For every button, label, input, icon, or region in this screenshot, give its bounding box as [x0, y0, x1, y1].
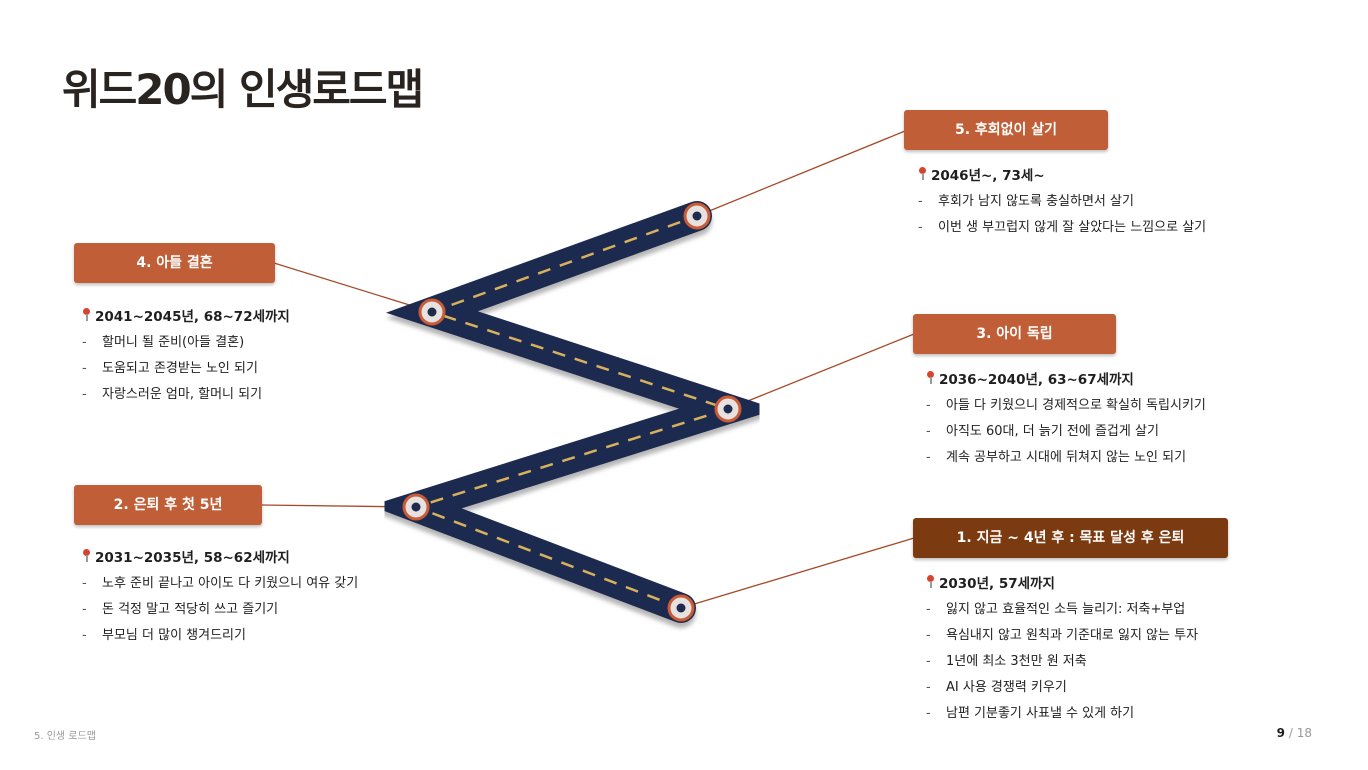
- stage-2-label: 2. 은퇴 후 첫 5년: [74, 485, 262, 525]
- page-indicator: 9 / 18: [1277, 726, 1312, 740]
- location-pin-icon: [918, 167, 928, 181]
- list-item: -부모님 더 많이 챙겨드리기: [82, 628, 246, 643]
- stage-1-period: 2030년, 57세까지: [926, 572, 1198, 592]
- milestone-marker-2: [402, 493, 430, 521]
- connector-line-3: [727, 333, 915, 410]
- stage-4-period: 2041~2045년, 68~72세까지: [82, 305, 290, 325]
- stage-1-details: 2030년, 57세까지 -잃지 않고 효율적인 소득 늘리기: 저축+부업 -…: [926, 572, 1198, 730]
- milestone-marker-1: [667, 594, 695, 622]
- stage-2-details: 2031~2035년, 58~62세까지 -노후 준비 끝나고 아이도 다 키웠…: [82, 546, 358, 652]
- list-item: -돈 걱정 말고 적당히 쓰고 즐기기: [82, 602, 279, 617]
- total-pages: 18: [1296, 726, 1312, 740]
- list-item: -남편 기분좋기 사표낼 수 있게 하기: [926, 706, 1135, 721]
- stage-5-period: 2046년~, 73세~: [918, 164, 1206, 184]
- footer-section-label: 5. 인생 로드맵: [34, 731, 96, 742]
- list-item: -이번 생 부끄럽지 않게 잘 살았다는 느낌으로 살기: [918, 220, 1207, 235]
- list-item: -욕심내지 않고 원칙과 기준대로 잃지 않는 투자: [926, 628, 1199, 643]
- connector-line-4: [273, 262, 433, 313]
- location-pin-icon: [82, 308, 92, 322]
- list-item: -계속 공부하고 시대에 뒤쳐지 않는 노인 되기: [926, 450, 1187, 465]
- stage-5-label: 5. 후회없이 살기: [904, 110, 1108, 150]
- stage-4-details: 2041~2045년, 68~72세까지 -할머니 될 준비(아들 결혼) -도…: [82, 305, 290, 411]
- stage-4-label: 4. 아들 결혼: [74, 243, 275, 283]
- location-pin-icon: [82, 549, 92, 563]
- list-item: -노후 준비 끝나고 아이도 다 키웠으니 여유 갖기: [82, 576, 359, 591]
- milestone-marker-3: [714, 395, 742, 423]
- current-page: 9: [1276, 726, 1286, 740]
- milestone-marker-4: [418, 298, 446, 326]
- page-separator: /: [1288, 726, 1293, 740]
- list-item: -1년에 최소 3천만 원 저축: [926, 654, 1087, 669]
- list-item: -잃지 않고 효율적인 소득 늘리기: 저축+부업: [926, 602, 1186, 617]
- connector-line-1: [680, 537, 915, 609]
- list-item: -아직도 60대, 더 늙기 전에 즐겁게 살기: [926, 424, 1159, 439]
- list-item: -아들 다 키웠으니 경제적으로 확실히 독립시키기: [926, 398, 1206, 413]
- location-pin-icon: [926, 371, 936, 385]
- stage-1-label: 1. 지금 ~ 4년 후 : 목표 달성 후 은퇴: [913, 518, 1228, 558]
- connector-line-5: [696, 130, 906, 217]
- stage-5-details: 2046년~, 73세~ -후회가 남지 않도록 충실하면서 살기 -이번 생 …: [918, 164, 1206, 244]
- stage-3-details: 2036~2040년, 63~67세까지 -아들 다 키웠으니 경제적으로 확실…: [926, 368, 1206, 474]
- milestone-markers: [402, 202, 742, 622]
- location-pin-icon: [926, 575, 936, 589]
- road-body: [370, 201, 778, 623]
- list-item: -도움되고 존경받는 노인 되기: [82, 361, 258, 376]
- page-title: 위드20의 인생로드맵: [62, 65, 424, 114]
- milestone-marker-5: [683, 202, 711, 230]
- list-item: -할머니 될 준비(아들 결혼): [82, 335, 245, 350]
- stage-3-label: 3. 아이 독립: [913, 314, 1116, 354]
- stage-3-period: 2036~2040년, 63~67세까지: [926, 368, 1206, 388]
- list-item: -자랑스러운 엄마, 할머니 되기: [82, 387, 263, 402]
- list-item: -후회가 남지 않도록 충실하면서 살기: [918, 194, 1134, 209]
- list-item: -AI 사용 경쟁력 키우기: [926, 680, 1067, 695]
- stage-2-period: 2031~2035년, 58~62세까지: [82, 546, 358, 566]
